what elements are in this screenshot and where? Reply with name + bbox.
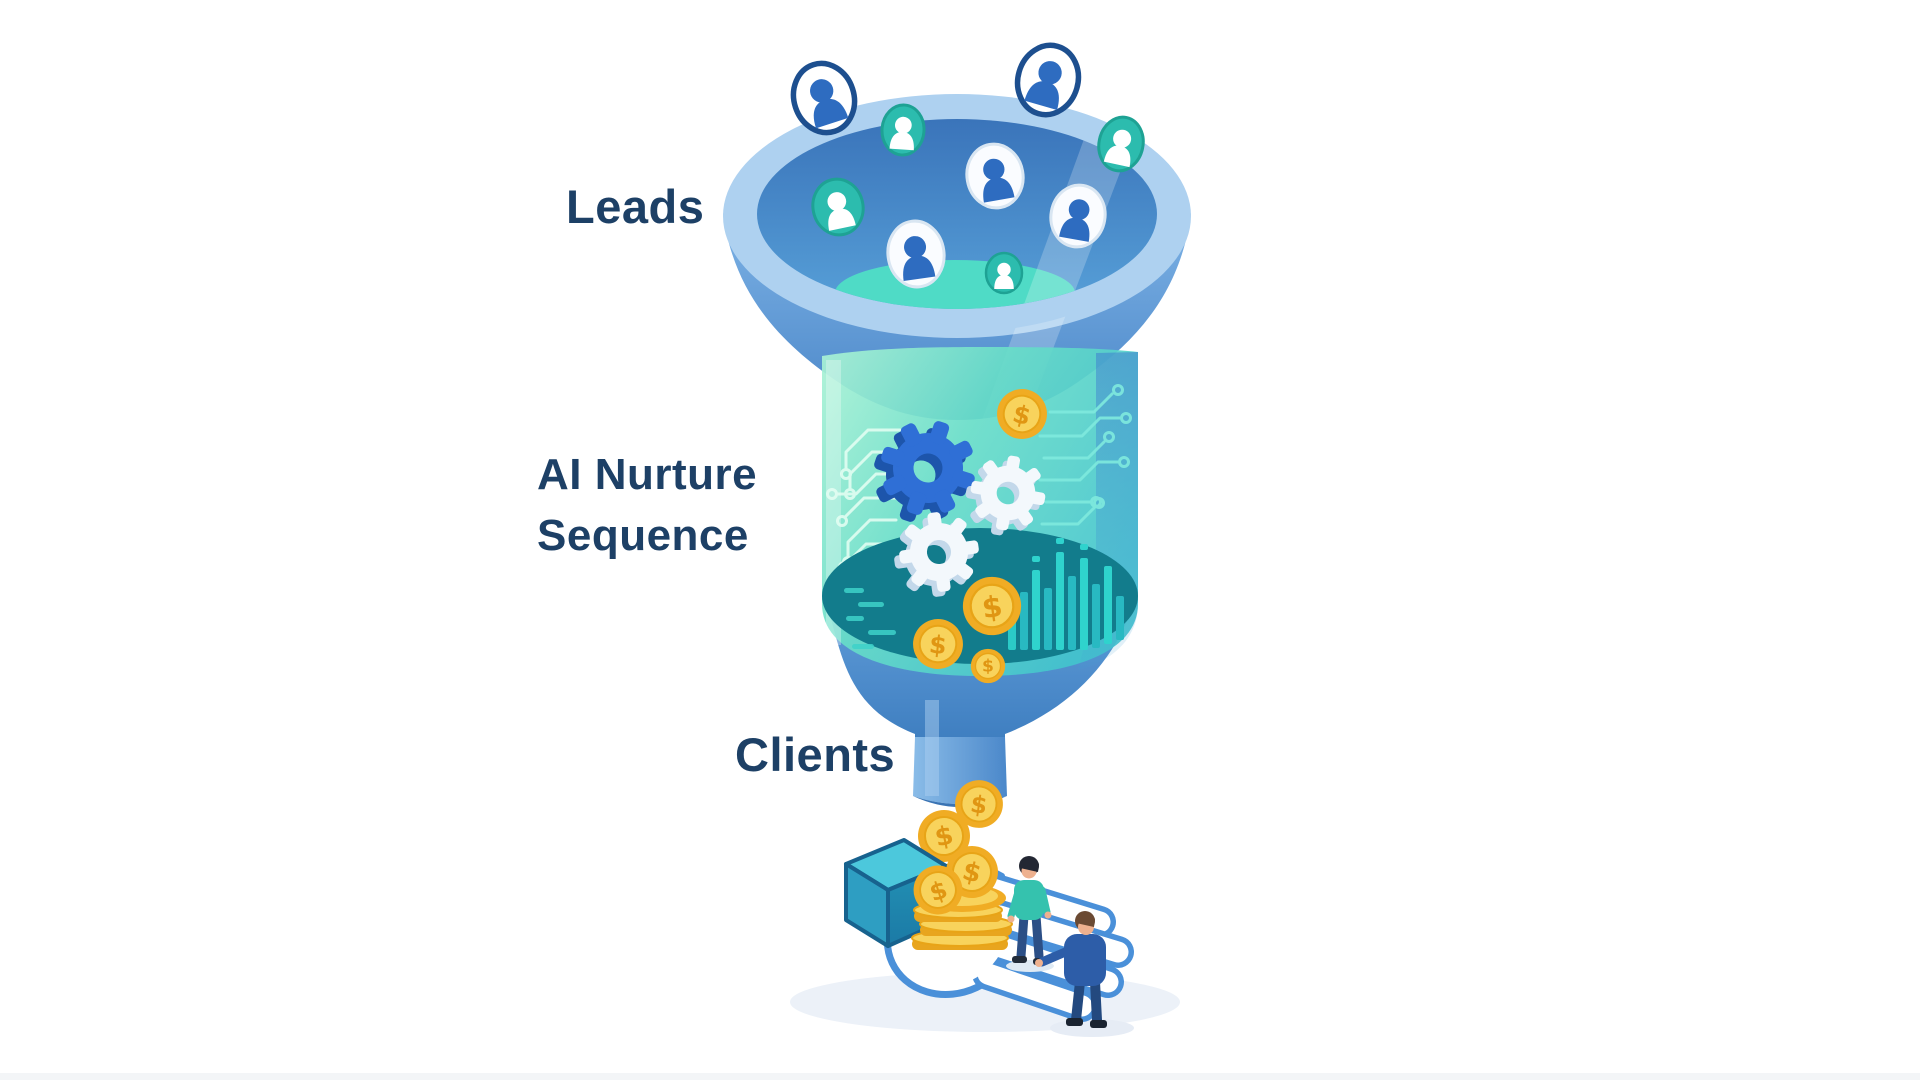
standing-figure-blue-suit <box>1035 911 1107 1028</box>
stage-label-ai-nurture-sequence: AI Nurture Sequence <box>537 444 757 566</box>
stage-label-leads: Leads <box>566 180 705 233</box>
stage-label-clients: Clients <box>735 728 896 781</box>
lead-user-icon <box>880 103 926 157</box>
hand-scene <box>790 838 1180 1037</box>
funnel-opening <box>757 119 1157 309</box>
coin-stack-icon <box>906 839 1013 950</box>
circuit-traces-right <box>1038 384 1132 526</box>
lead-user-icon <box>1049 183 1107 249</box>
lead-user-icon <box>1097 115 1145 173</box>
stage-label-line-1: AI Nurture <box>537 450 758 499</box>
lead-user-icon <box>886 219 946 289</box>
equalizer-bars-decoration <box>1008 538 1124 650</box>
lead-user-icon <box>790 60 858 136</box>
bottom-edge-strip <box>0 1073 1920 1080</box>
lead-icons <box>790 42 1145 295</box>
data-dashes-decoration <box>844 588 896 649</box>
stage-label-line-2: Sequence <box>537 511 749 560</box>
standing-figure-teal-shirt <box>1006 856 1054 972</box>
coin-icon-tank-partial <box>970 648 1006 684</box>
lead-user-icon <box>1014 42 1082 118</box>
lead-user-icon <box>811 177 865 237</box>
spout-highlight <box>925 700 939 796</box>
lead-user-icon <box>984 251 1024 295</box>
lead-user-icon <box>965 142 1025 210</box>
